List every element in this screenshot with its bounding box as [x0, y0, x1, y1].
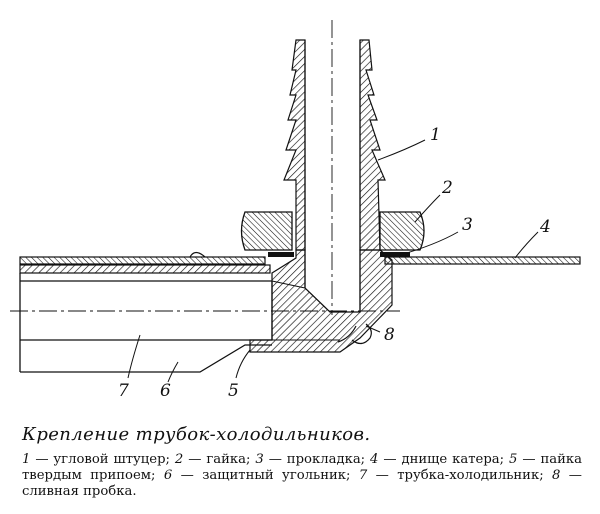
callout-6: 6: [160, 381, 171, 400]
angle-fitting: [249, 39, 393, 353]
boat-bottom-plate: [384, 256, 581, 265]
callout-2: 2: [441, 178, 453, 198]
legend-item: 8 — сливная пробка.: [22, 468, 582, 499]
callout-8: 8: [384, 325, 395, 345]
legend-item: 4 — днище катера;: [370, 452, 510, 467]
legend-item: 7 — трубка-холодильник;: [358, 468, 553, 483]
legend-item: 1 — угловой штуцер;: [22, 452, 175, 467]
callout-3: 3: [462, 215, 473, 235]
centerlines: [10, 20, 400, 315]
legend-item: 2 — гайка;: [174, 452, 256, 467]
left-plate-layers: [19, 251, 271, 274]
gasket: [268, 252, 410, 257]
callout-1: 1: [430, 125, 441, 145]
callout-5: 5: [228, 381, 239, 400]
legend-item: 6 — защитный угольник;: [163, 468, 359, 483]
legend-item: 3 — прокладка;: [255, 452, 371, 467]
figure-legend: 1 — угловой штуцер; 2 — гайка; 3 — прокл…: [22, 452, 582, 500]
callout-7: 7: [118, 381, 129, 400]
figure-caption-title: Крепление трубок-холодильников.: [22, 424, 371, 445]
leader-lines: [127, 139, 539, 383]
protective-angle: [20, 344, 272, 373]
nut: [240, 211, 425, 251]
callout-4: 4: [539, 217, 551, 237]
cooling-tube-diagram: 1 2 3 4 5 6 7 8: [10, 20, 581, 400]
cooling-tube: [19, 273, 273, 372]
legend-item: 5 — пайка твердым припоем;: [22, 452, 582, 483]
